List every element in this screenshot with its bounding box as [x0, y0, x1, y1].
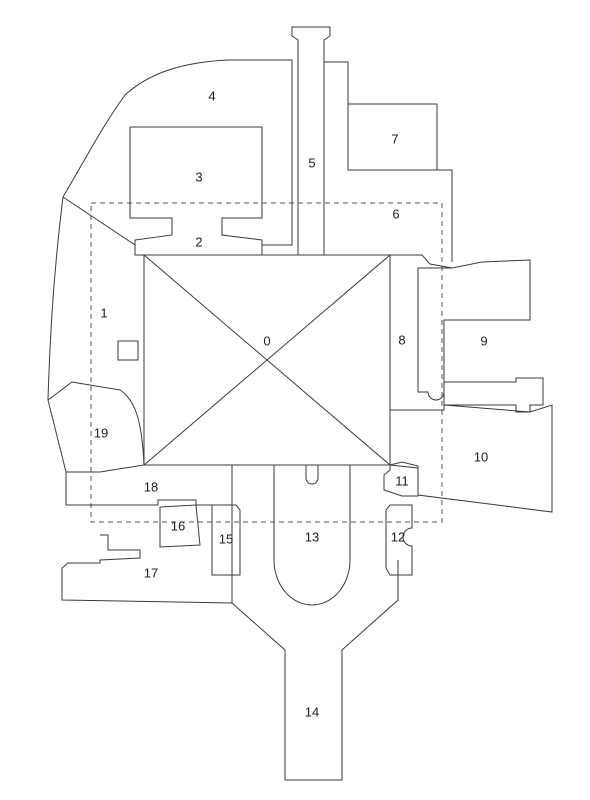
- dashed-boundary: [90, 202, 443, 523]
- region-19-outline: [47, 381, 145, 473]
- label-region-0: 0: [263, 334, 270, 349]
- region-14-outline: [231, 465, 399, 781]
- region-13-notch: [305, 465, 319, 485]
- label-region-15: 15: [219, 532, 233, 547]
- label-region-11: 11: [395, 474, 409, 489]
- region-13-outline: [273, 465, 351, 606]
- label-region-4: 4: [208, 89, 215, 104]
- label-region-2: 2: [195, 235, 202, 250]
- region-12-outline: [385, 504, 413, 576]
- region-9-outline: [443, 259, 544, 413]
- region-7-outline: [324, 61, 453, 262]
- region-5-outline: [291, 26, 331, 255]
- region-4-outline: [62, 59, 293, 246]
- label-region-3: 3: [195, 170, 202, 185]
- label-region-16: 16: [171, 519, 185, 534]
- region-1-outline: [47, 196, 144, 401]
- label-region-17: 17: [144, 566, 158, 581]
- label-region-1: 1: [100, 306, 107, 321]
- label-region-10: 10: [474, 450, 488, 465]
- label-region-6: 6: [392, 207, 399, 222]
- label-region-9: 9: [480, 334, 487, 349]
- region-17-outline: [61, 534, 233, 604]
- region-8-outline: [390, 254, 453, 411]
- label-region-18: 18: [144, 480, 158, 495]
- label-region-14: 14: [305, 705, 319, 720]
- label-region-19: 19: [94, 426, 108, 441]
- region-11-outline: [383, 461, 419, 497]
- label-region-12: 12: [391, 530, 405, 545]
- region-1-small-square: [117, 340, 139, 361]
- label-region-5: 5: [308, 156, 315, 171]
- region-0-diagonal-b: [143, 254, 391, 466]
- label-region-8: 8: [398, 333, 405, 348]
- region-3-outline: [129, 126, 263, 255]
- label-region-7: 7: [391, 132, 398, 147]
- region-16-outline: [159, 504, 201, 548]
- label-region-13: 13: [305, 530, 319, 545]
